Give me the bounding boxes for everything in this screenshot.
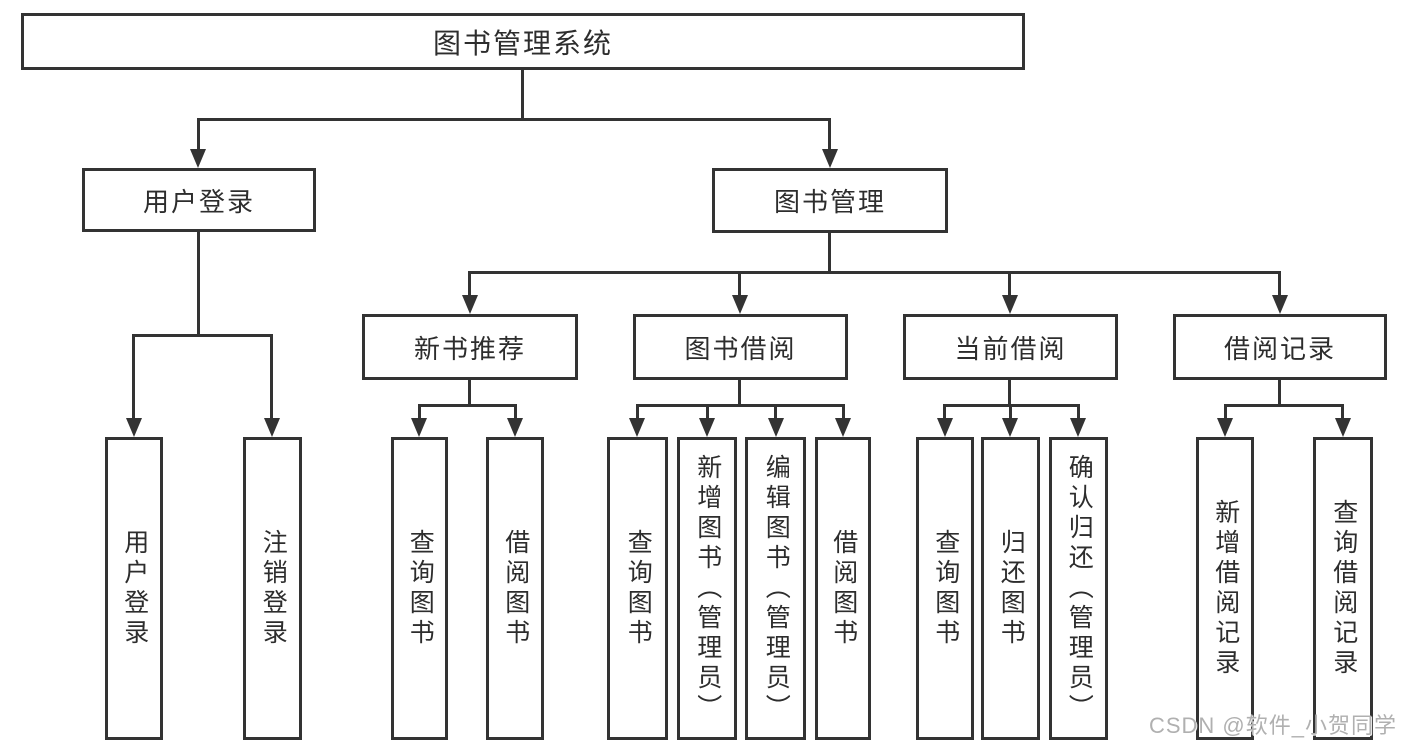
node-user-login: 用户登录 xyxy=(82,168,316,232)
connector-stub-bb-edit xyxy=(774,404,777,420)
leaf-cb-query-books: 查询图书 xyxy=(916,437,974,740)
leaf-nb-query-books: 查询图书 xyxy=(391,437,448,740)
leaf-bb-borrow-books-label: 借阅图书 xyxy=(829,528,858,649)
node-book-management-label: 图书管理 xyxy=(773,187,886,217)
leaf-logout: 注销登录 xyxy=(243,437,302,740)
leaf-bb-edit-books-admin: 编辑图书（管理员） xyxy=(745,437,806,740)
connector-stub-new-book xyxy=(468,271,471,298)
connector-stub-nb-query xyxy=(418,404,421,420)
arrow-bb-borrow-books xyxy=(835,418,851,437)
arrow-cb-query-books xyxy=(937,418,953,437)
arrow-leaf-logout xyxy=(264,418,280,437)
connector-stub-br-add xyxy=(1224,404,1227,420)
leaf-cb-confirm-return-admin-label: 确认归还（管理员） xyxy=(1065,453,1094,724)
connector-user-login-stem xyxy=(197,232,200,337)
leaf-br-query-record-label: 查询借阅记录 xyxy=(1329,498,1358,679)
arrow-new-book-recommendation xyxy=(462,295,478,314)
arrow-current-borrowing xyxy=(1002,295,1018,314)
node-book-management: 图书管理 xyxy=(712,168,948,233)
node-user-login-label: 用户登录 xyxy=(142,186,255,217)
leaf-bb-borrow-books: 借阅图书 xyxy=(815,437,871,740)
connector-new-book-bar xyxy=(418,404,517,407)
node-book-borrowing-label: 图书借阅 xyxy=(684,333,797,364)
node-root: 图书管理系统 xyxy=(21,13,1025,70)
leaf-cb-return-books: 归还图书 xyxy=(981,437,1040,740)
connector-stub-cb-query xyxy=(943,404,946,420)
connector-stub-cb-confirm xyxy=(1077,404,1080,420)
node-new-book-recommendation: 新书推荐 xyxy=(362,314,578,380)
node-book-borrowing: 图书借阅 xyxy=(633,314,848,380)
connector-stub-leaf-user-login xyxy=(132,334,135,420)
leaf-nb-query-books-label: 查询图书 xyxy=(406,528,435,649)
leaf-user-login-label: 用户登录 xyxy=(120,528,149,649)
connector-root-bar xyxy=(197,118,831,121)
connector-borrowing-records-stem xyxy=(1278,380,1281,407)
leaf-nb-borrow-books: 借阅图书 xyxy=(486,437,544,740)
arrow-bb-query-books xyxy=(629,418,645,437)
connector-stub-borrowing-records xyxy=(1278,271,1281,298)
connector-stub-br-query xyxy=(1341,404,1344,420)
arrow-user-login xyxy=(190,149,206,168)
leaf-cb-confirm-return-admin: 确认归还（管理员） xyxy=(1049,437,1108,740)
connector-stub-bb-add xyxy=(706,404,709,420)
leaf-bb-add-books-admin-label: 新增图书（管理员） xyxy=(693,453,722,724)
connector-stub-nb-borrow xyxy=(514,404,517,420)
connector-stub-book-management xyxy=(828,118,831,151)
arrow-bb-edit-books xyxy=(768,418,784,437)
node-borrowing-records: 借阅记录 xyxy=(1173,314,1387,380)
leaf-bb-add-books-admin: 新增图书（管理员） xyxy=(677,437,737,740)
connector-stub-current-borrowing xyxy=(1008,271,1011,298)
connector-borrowing-records-bar xyxy=(1224,404,1344,407)
connector-user-login-bar xyxy=(132,334,273,337)
connector-new-book-stem xyxy=(468,380,471,407)
connector-book-management-stem xyxy=(828,233,831,274)
arrow-nb-borrow-books xyxy=(507,418,523,437)
connector-book-borrowing-stem xyxy=(738,380,741,407)
leaf-nb-borrow-books-label: 借阅图书 xyxy=(501,528,530,649)
arrow-cb-confirm-return xyxy=(1070,418,1086,437)
arrow-borrowing-records xyxy=(1272,295,1288,314)
leaf-bb-query-books: 查询图书 xyxy=(607,437,668,740)
arrow-bb-add-books xyxy=(699,418,715,437)
leaf-br-query-record: 查询借阅记录 xyxy=(1313,437,1373,740)
node-new-book-recommendation-label: 新书推荐 xyxy=(413,333,526,364)
node-current-borrowing-label: 当前借阅 xyxy=(954,333,1067,364)
leaf-cb-query-books-label: 查询图书 xyxy=(931,528,960,649)
arrow-book-borrowing xyxy=(732,295,748,314)
connector-stub-cb-return xyxy=(1009,404,1012,420)
node-root-label: 图书管理系统 xyxy=(432,27,613,59)
connector-book-borrowing-bar xyxy=(636,404,845,407)
leaf-br-add-record-label: 新增借阅记录 xyxy=(1211,498,1240,679)
arrow-nb-query-books xyxy=(411,418,427,437)
arrow-book-management xyxy=(822,149,838,168)
leaf-br-add-record: 新增借阅记录 xyxy=(1196,437,1254,740)
leaf-bb-edit-books-admin-label: 编辑图书（管理员） xyxy=(762,453,791,724)
connector-book-management-bar xyxy=(468,271,1281,274)
connector-stub-bb-query xyxy=(636,404,639,420)
arrow-br-query-record xyxy=(1335,418,1351,437)
leaf-user-login: 用户登录 xyxy=(105,437,163,740)
csdn-watermark: CSDN @软件_小贺同学 xyxy=(1148,713,1397,738)
connector-stub-bb-borrow xyxy=(842,404,845,420)
leaf-bb-query-books-label: 查询图书 xyxy=(624,528,653,649)
leaf-logout-label: 注销登录 xyxy=(259,528,288,649)
connector-stub-leaf-logout xyxy=(270,334,273,420)
connector-current-borrowing-stem xyxy=(1008,380,1011,407)
connector-stub-book-borrowing xyxy=(738,271,741,298)
connector-root-stem xyxy=(521,70,524,120)
node-current-borrowing: 当前借阅 xyxy=(903,314,1118,380)
arrow-br-add-record xyxy=(1217,418,1233,437)
leaf-cb-return-books-label: 归还图书 xyxy=(997,528,1026,649)
node-borrowing-records-label: 借阅记录 xyxy=(1223,333,1336,364)
arrow-cb-return-books xyxy=(1002,418,1018,437)
connector-stub-user-login xyxy=(197,118,200,151)
arrow-leaf-user-login xyxy=(126,418,142,437)
